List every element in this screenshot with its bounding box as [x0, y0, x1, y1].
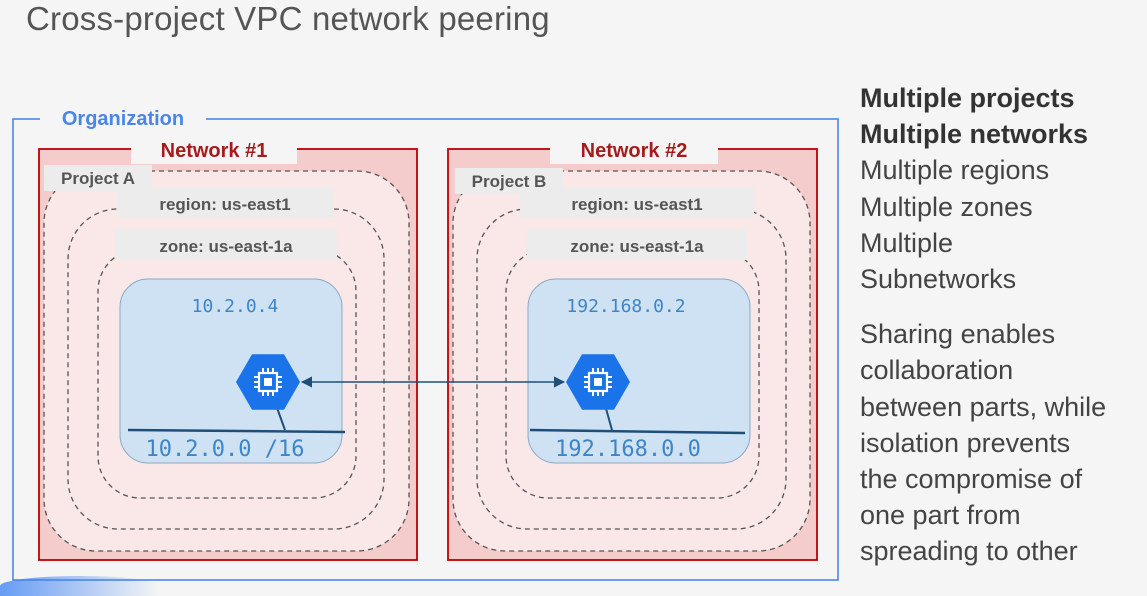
decorative-accent — [0, 576, 160, 596]
side-bold-line: Multiple networks — [860, 119, 1089, 150]
side-notes: Multiple projects Multiple networks Mult… — [860, 80, 1147, 570]
side-bold-line: Multiple projects — [860, 83, 1075, 113]
side-paragraph-line: isolation prevents — [860, 427, 1071, 458]
region-2-boundary — [476, 208, 787, 530]
side-line: Multiple regions — [860, 155, 1050, 186]
compute-engine-icon[interactable] — [236, 354, 300, 410]
region-1-label-bg — [117, 187, 333, 218]
side-paragraph-line: Sharing enables — [860, 319, 1056, 350]
organization-label: Organization — [62, 108, 184, 130]
project-a-label-bg — [44, 165, 152, 191]
subnet-1-line — [127, 428, 346, 434]
zone-2-label: zone: us-east-1a — [570, 237, 704, 256]
organization-label-bg — [40, 105, 206, 133]
region-1-label: region: us-east1 — [159, 195, 290, 214]
subnet-2 — [527, 278, 751, 464]
compute-engine-icon[interactable] — [566, 354, 630, 410]
zone-1-label: zone: us-east-1a — [159, 237, 293, 256]
network-1: Network #1 Project A region: us-east1 zo… — [38, 134, 418, 561]
side-paragraph-line: the compromise of — [860, 464, 1083, 495]
subnet-1 — [119, 278, 343, 464]
vm-2-ip: 192.168.0.2 — [566, 296, 685, 317]
region-2-label-bg — [520, 187, 754, 218]
zone-2-label-bg — [527, 229, 747, 260]
zone-1-label-bg — [115, 229, 337, 260]
side-line: Multiple zones — [860, 191, 1033, 222]
project-a-label: Project A — [61, 169, 135, 188]
side-paragraph-line: collaboration — [860, 355, 1014, 386]
vm-1-ip: 10.2.0.4 — [192, 296, 279, 317]
side-line: Multiple — [860, 227, 954, 258]
network-1-label: Network #1 — [161, 140, 268, 162]
side-line: Subnetworks — [860, 264, 1017, 295]
side-paragraph-line: spreading to other — [860, 536, 1078, 567]
project-b-label: Project B — [472, 172, 547, 191]
side-paragraph-line: between parts, while — [860, 391, 1107, 422]
subnet-1-cidr: 10.2.0.0 /16 — [146, 437, 305, 462]
side-paragraph: Sharing enables collaboration between pa… — [860, 316, 1147, 569]
organization-box — [12, 118, 839, 581]
subnet-2-cidr: 192.168.0.0 — [555, 437, 701, 462]
region-2-label: region: us-east1 — [571, 195, 702, 214]
slide-title: Cross-project VPC network peering — [26, 0, 550, 37]
network-2: Network #2 Project B region: us-east1 zo… — [447, 134, 818, 561]
side-paragraph-line: one part from — [860, 500, 1021, 531]
network-1-label-bg — [131, 134, 297, 164]
subnet-2-line — [529, 428, 746, 435]
network-2-label: Network #2 — [581, 140, 688, 162]
network-2-label-bg — [550, 134, 718, 164]
zone-1-boundary — [97, 248, 357, 499]
